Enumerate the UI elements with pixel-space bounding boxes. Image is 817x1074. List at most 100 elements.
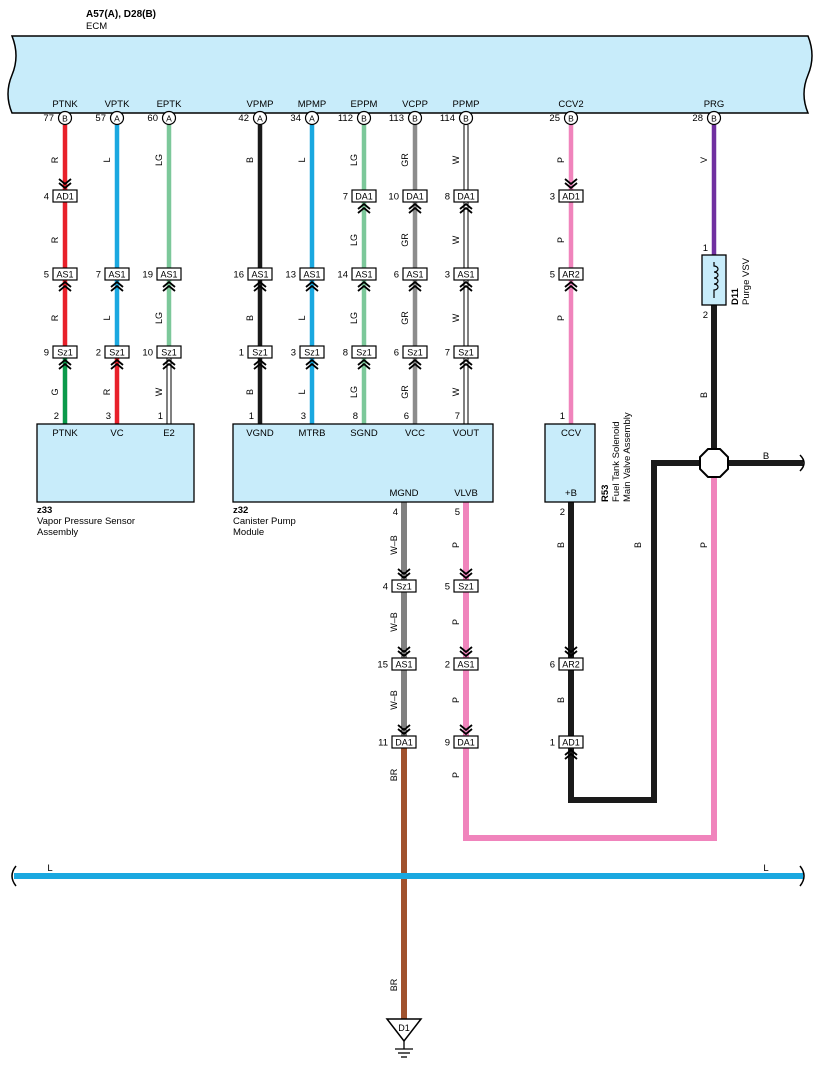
connector-vlvb-c1-pin: 5: [445, 582, 450, 593]
connector-vpmp-c3-chevron-icon-b: [253, 358, 267, 366]
connector-vpmp-c2-pin: 16: [233, 270, 244, 281]
wire-label-ccvb-2: B: [556, 697, 566, 703]
connector-eppm-c3-chevron-icon-b: [357, 358, 371, 366]
ecm-pin-eppm-connector-letter: B: [361, 114, 367, 124]
wire-label-prg-2: B: [699, 392, 709, 398]
connector-vlvb-c2-chevron-icon-b: [459, 650, 473, 658]
wire-label-mgnd-2: W–B: [389, 612, 399, 632]
connector-vpmp-c3-box: [247, 345, 273, 359]
connector-ppmp-c1-pin: 8: [445, 192, 450, 203]
connector-ccv2-c1-name: AD1: [562, 192, 580, 202]
connector-mgnd-c1-box: [391, 579, 417, 593]
connector-mgnd-c1-name: Sz1: [396, 582, 412, 592]
connector-mpmp-c2-name: AS1: [303, 270, 320, 280]
wire-label-mgnd-3: W–B: [389, 690, 399, 710]
connector-vcpp-c2-chevron-icon-a: [408, 284, 422, 292]
connector-eptk-c2-name: AS1: [160, 270, 177, 280]
wire-label-vptk-2: L: [102, 315, 112, 320]
d11-code: D11: [730, 287, 741, 305]
wire-label-gndrun: B: [633, 542, 643, 548]
connector-ccv2-c2-box: [558, 267, 584, 281]
z33-pin-number-ptnk: 2: [54, 411, 59, 422]
z32-pin-label-vout: VOUT: [453, 428, 480, 439]
connector-eppm-c3-box: [351, 345, 377, 359]
connector-vlvb-c2-chevron-icon-a: [459, 646, 473, 654]
connector-ccv2-c1-pin: 3: [550, 192, 555, 203]
connector-mgnd-c1-chevron-icon-b: [397, 572, 411, 580]
connector-ccvb-c2-chevron-icon-a: [564, 752, 578, 760]
connector-vcpp-c2-name: AS1: [406, 270, 423, 280]
splice-junction-icon: [699, 448, 729, 478]
connector-ptnk-c2-pin: 5: [44, 270, 49, 281]
ecm-pin-eppm-number: 112: [338, 113, 353, 124]
wire-label-vlvb-4: P: [451, 772, 461, 778]
wire-label-eppm-2: LG: [349, 234, 359, 246]
z32-pin-number-mtrb: 3: [301, 411, 306, 422]
connector-ppmp-c1-name: DA1: [457, 192, 475, 202]
ecm-pin-ptnk-connector-letter: B: [62, 114, 68, 124]
ecm-pin-vcpp-connector-letter: B: [412, 114, 418, 124]
connector-eppm-c1-name: DA1: [355, 192, 373, 202]
connector-ptnk-c2-chevron-icon-a: [58, 284, 72, 292]
connector-eppm-c1-box: [351, 189, 377, 203]
connector-mpmp-c2-box: [299, 267, 325, 281]
wire-label-mpmp-3: L: [297, 389, 307, 394]
z32-pin-label-mgnd: MGND: [389, 488, 418, 499]
connector-vcpp-c2-chevron-icon-b: [408, 280, 422, 288]
z33-code: z33: [37, 505, 52, 516]
z33-pin-label-e2: E2: [163, 428, 175, 439]
connector-vptk-c3-chevron-icon-a: [110, 362, 124, 370]
connector-eppm-c2-name: AS1: [355, 270, 372, 280]
connector-ppmp-c3-chevron-icon-a: [459, 362, 473, 370]
connector-vpmp-c2-name: AS1: [251, 270, 268, 280]
z33-pin-number-vc: 3: [106, 411, 111, 422]
z32-pin-label-sgnd: SGND: [350, 428, 378, 439]
wire-label-ppmp-3: W: [451, 313, 461, 322]
connector-ccvb-c1-name: AR2: [562, 660, 580, 670]
connector-eptk-c3-pin: 10: [142, 348, 153, 359]
connector-vcpp-c2-pin: 6: [394, 270, 399, 281]
connector-eppm-c1-pin: 7: [343, 192, 348, 203]
wire-label-bright: B: [763, 451, 769, 462]
ecm-pin-ptnk-number: 77: [43, 113, 54, 124]
z33-name-line2: Assembly: [37, 527, 78, 538]
ecm-pin-vptk-number: 57: [95, 113, 106, 124]
wire-label-prg-1: V: [699, 157, 709, 163]
wire-label-mgnd-4: BR: [389, 768, 399, 781]
connector-eppm-c2-chevron-icon-b: [357, 280, 371, 288]
ecm-pin-eptk-number: 60: [147, 113, 158, 124]
wire-label-ppmp-2: W: [451, 235, 461, 244]
connector-ccvb-c2-pin: 1: [550, 738, 555, 749]
wire-label-ppmp-4: W: [451, 387, 461, 396]
connector-ccv2-c1-chevron-icon-b: [564, 182, 578, 190]
connector-ccv2-c1-chevron-icon-a: [564, 178, 578, 186]
wire-label-vpmp-2: B: [245, 315, 255, 321]
connector-ppmp-c2-chevron-icon-a: [459, 284, 473, 292]
connector-vcpp-c3-chevron-icon-b: [408, 358, 422, 366]
ecm-pin-mpmp-connector-circle: [304, 110, 320, 126]
connector-ccvb-c2-box: [558, 735, 584, 749]
connector-vptk-c3-chevron-icon-b: [110, 358, 124, 366]
ecm-pin-prg-connector-letter: B: [711, 114, 717, 124]
connector-ccv2-c2-name: AR2: [562, 270, 580, 280]
connector-mpmp-c2-chevron-icon-a: [305, 284, 319, 292]
ecm-pin-vpmp-connector-circle: [252, 110, 268, 126]
connector-ccv2-c2-pin: 5: [550, 270, 555, 281]
connector-ccvb-c1-pin: 6: [550, 660, 555, 671]
connector-ptnk-c3-pin: 9: [44, 348, 49, 359]
connector-ccvb-c2-chevron-icon-b: [564, 748, 578, 756]
wire-label-mpmp-2: L: [297, 315, 307, 320]
z32-pin-label-mtrb: MTRB: [299, 428, 326, 439]
r53-pin-number-plus-b: 2: [560, 507, 565, 518]
d11-pin-number-2: 2: [703, 310, 708, 321]
z32-pin-number-vcc: 6: [404, 411, 409, 422]
z32-pin-label-vgnd: VGND: [246, 428, 274, 439]
connector-ppmp-c3-name: Sz1: [458, 348, 474, 358]
wire-label-ccv2-2: P: [556, 237, 566, 243]
connector-mpmp-c3-name: Sz1: [304, 348, 320, 358]
connector-vpmp-c2-chevron-icon-a: [253, 284, 267, 292]
wire-label-bus-left: L: [47, 863, 52, 874]
connector-ptnk-c2-box: [52, 267, 78, 281]
r53-name-line1: Fuel Tank Solenoid: [611, 421, 622, 502]
wire-label-eppm-4: LG: [349, 386, 359, 398]
